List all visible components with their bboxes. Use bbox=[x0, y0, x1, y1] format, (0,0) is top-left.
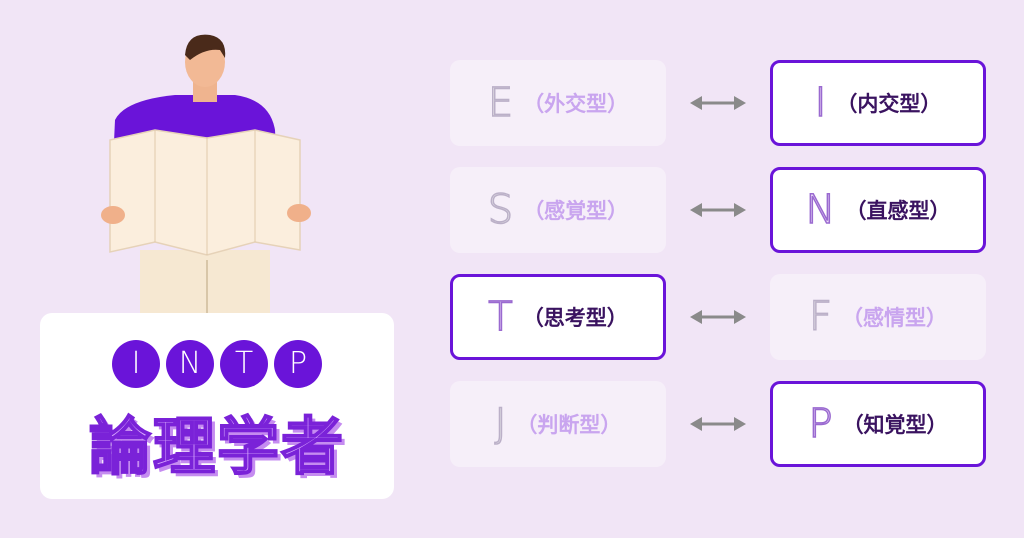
trait-box-left: S （感覚型） bbox=[450, 167, 666, 253]
type-name: 論理学者 bbox=[88, 409, 345, 484]
trait-letter: T bbox=[488, 293, 514, 341]
trait-letter: I bbox=[814, 79, 827, 127]
double-arrow-icon bbox=[690, 417, 746, 431]
letter-badge: I bbox=[112, 340, 160, 388]
letter-badge: T bbox=[220, 340, 268, 388]
trait-box-left: J （判断型） bbox=[450, 381, 666, 467]
trait-box-right: F （感情型） bbox=[770, 274, 986, 360]
double-arrow-icon bbox=[690, 203, 746, 217]
trait-label: （感覚型） bbox=[523, 199, 629, 223]
trait-label: （直感型） bbox=[845, 199, 951, 223]
trait-letter: F bbox=[808, 293, 833, 341]
trait-box-left: T （思考型） bbox=[450, 274, 666, 360]
trait-label: （感情型） bbox=[842, 306, 947, 330]
type-card: I N T P 論理学者 bbox=[40, 313, 394, 499]
trait-letter: S bbox=[487, 186, 514, 234]
double-arrow-icon bbox=[690, 310, 746, 324]
trait-letter: J bbox=[494, 400, 507, 448]
trait-label: （思考型） bbox=[522, 306, 628, 330]
trait-label: （知覚型） bbox=[842, 413, 948, 437]
letter-badge: N bbox=[166, 340, 214, 388]
trait-label: （判断型） bbox=[516, 413, 622, 437]
trait-box-right: N （直感型） bbox=[770, 167, 986, 253]
trait-box-right: P （知覚型） bbox=[770, 381, 986, 467]
trait-label: （内交型） bbox=[836, 92, 942, 116]
trait-box-right: I （内交型） bbox=[770, 60, 986, 146]
trait-letter: E bbox=[487, 79, 514, 127]
person-reading-map-illustration bbox=[101, 34, 311, 320]
trait-label: （外交型） bbox=[523, 92, 629, 116]
letter-badge: P bbox=[274, 340, 322, 388]
double-arrow-icon bbox=[690, 96, 746, 110]
trait-letter: N bbox=[805, 186, 836, 234]
trait-letter: P bbox=[808, 400, 834, 448]
trait-box-left: E （外交型） bbox=[450, 60, 666, 146]
type-letter-badges: I N T P bbox=[40, 340, 394, 388]
